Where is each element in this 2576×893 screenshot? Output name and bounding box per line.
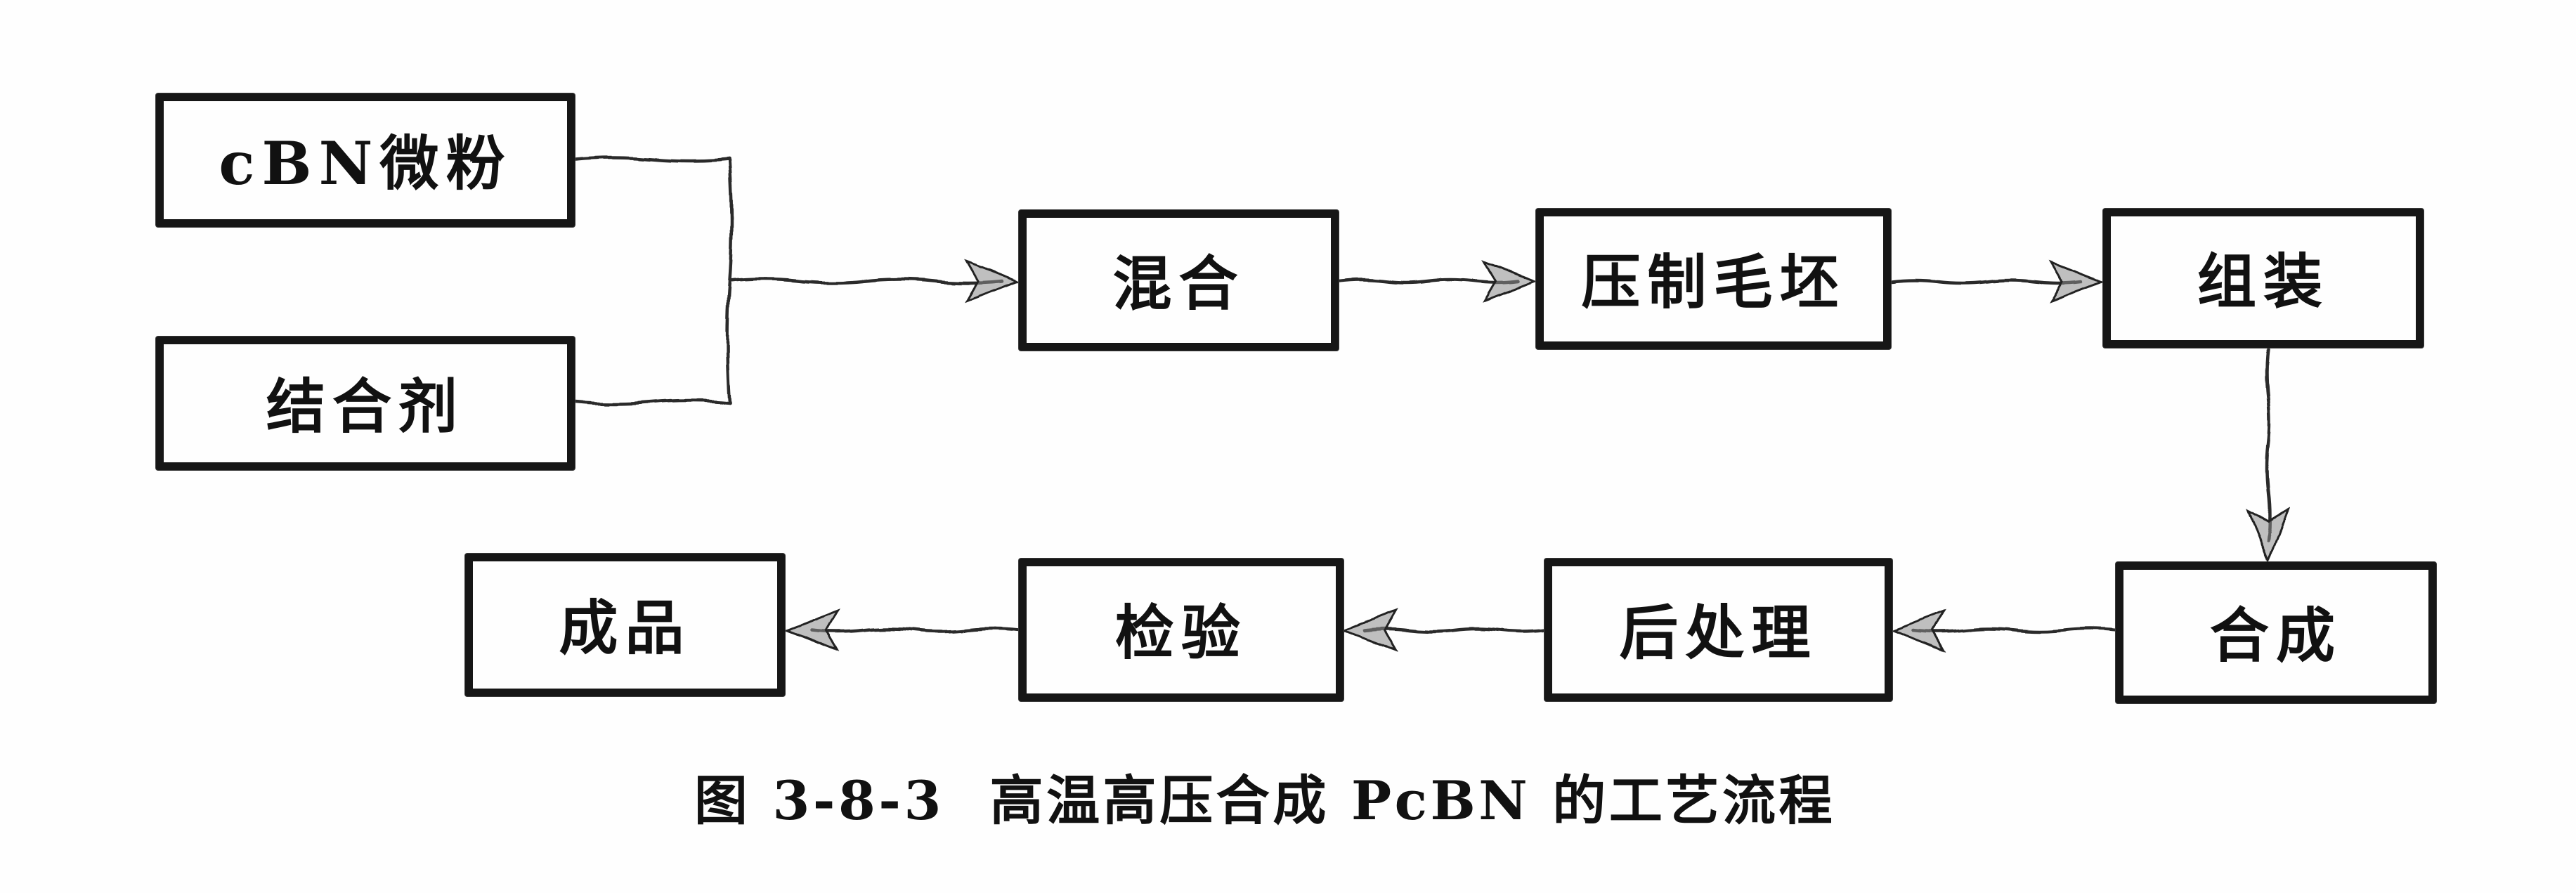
arrowhead-into-inspection	[1341, 608, 1398, 652]
node-press-blank-label: 压制毛坯	[1581, 247, 1846, 317]
node-cbn-powder-label: cBN微粉	[219, 128, 512, 198]
node-assembly-label: 组装	[2197, 246, 2330, 316]
edge-cbn-to-junction	[573, 156, 731, 163]
node-finished-product: 成品	[465, 554, 785, 696]
edge-assembly-to-synthesis	[2265, 347, 2272, 542]
edge-post-to-inspection	[1362, 627, 1547, 634]
arrowhead-into-mixing	[964, 259, 1021, 303]
node-assembly: 组装	[2103, 209, 2424, 348]
edge-synthesis-to-post	[1911, 627, 2118, 634]
node-synthesis: 合成	[2116, 562, 2436, 703]
node-inspection-label: 检验	[1114, 598, 1248, 667]
arrowhead-into-post	[1890, 608, 1947, 652]
node-inspection: 检验	[1019, 559, 1344, 701]
node-finished-product-label: 成品	[559, 593, 691, 663]
node-mixing: 混合	[1019, 210, 1339, 351]
node-binder-label: 结合剂	[266, 371, 465, 441]
figure-number: 图 3-8-3	[694, 769, 944, 832]
edge-junction-to-mixing	[727, 278, 1004, 285]
figure-caption: 图 3-8-3 高温高压合成 PcBN 的工艺流程	[668, 757, 1862, 835]
node-synthesis-label: 合成	[2209, 601, 2343, 670]
edge-pressing-to-assembly	[1889, 278, 2084, 285]
node-mixing-label: 混合	[1112, 248, 1245, 318]
edge-mixing-to-pressing	[1336, 278, 1521, 285]
arrowhead-into-pressing	[1481, 259, 1538, 303]
node-cbn-powder: cBN微粉	[156, 93, 575, 227]
node-post-processing-label: 后处理	[1619, 598, 1818, 667]
node-post-processing: 后处理	[1544, 559, 1892, 701]
arrowhead-into-product	[783, 608, 840, 652]
arrowhead-into-assembly	[2048, 260, 2105, 304]
node-binder: 结合剂	[156, 337, 575, 470]
node-press-blank: 压制毛坯	[1536, 209, 1891, 349]
edge-inspection-to-product	[809, 627, 1021, 634]
edge-binder-to-junction	[573, 399, 731, 406]
figure-title: 高温高压合成 PcBN 的工艺流程	[989, 769, 1836, 832]
arrowhead-into-synthesis	[2246, 507, 2290, 564]
